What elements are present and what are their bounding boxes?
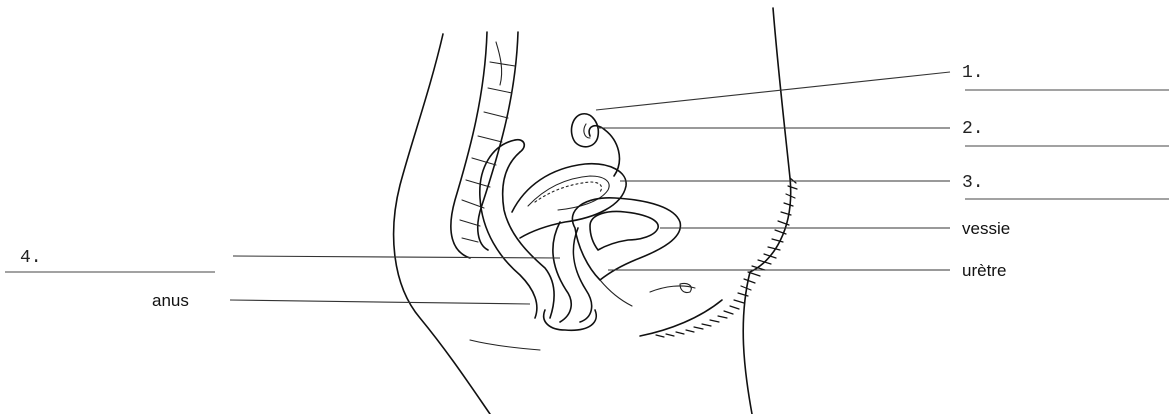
uterus-cavity [528, 176, 609, 210]
back-contour [394, 34, 490, 414]
spine-posterior [451, 32, 487, 258]
leader-anus [230, 300, 530, 304]
ovary [571, 114, 598, 147]
leader-1 [596, 72, 950, 110]
answer-lines [5, 90, 1169, 272]
belly-contour [743, 8, 790, 414]
vagina-anterior [573, 228, 591, 322]
bladder-outer [572, 198, 680, 280]
labels: 1. 2. 3. vessie urètre 4. anus [20, 63, 1010, 310]
label-anus: anus [152, 291, 189, 310]
urethra [600, 280, 632, 306]
pubic-hair [656, 178, 797, 337]
leader-lines [230, 72, 950, 304]
rectum [480, 140, 554, 318]
leader-4 [233, 256, 560, 258]
perineum-contour [640, 300, 722, 336]
uterus [512, 114, 626, 238]
label-2: 2. [962, 119, 984, 139]
label-1: 1. [962, 63, 984, 83]
pubic-bone [650, 286, 695, 292]
label-4: 4. [20, 248, 42, 268]
bladder [572, 198, 695, 306]
buttock-contour [470, 340, 540, 350]
rectum-top [515, 140, 524, 152]
vagina-posterior [553, 222, 571, 322]
bladder-lumen [590, 212, 658, 250]
label-vessie: vessie [962, 219, 1010, 238]
label-3: 3. [962, 173, 984, 193]
label-uretre: urètre [962, 261, 1006, 280]
uterus-outer [512, 164, 626, 238]
